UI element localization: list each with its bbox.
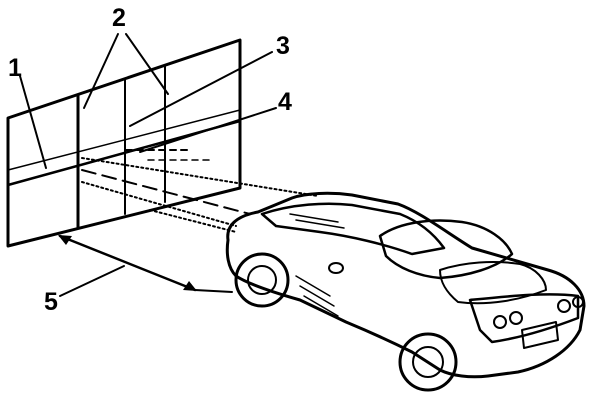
car xyxy=(225,191,586,392)
projection-lines xyxy=(81,157,319,233)
callout-2-label: 2 xyxy=(112,4,126,32)
screen-dash-marks xyxy=(125,149,211,161)
callout-5-label: 5 xyxy=(44,288,58,316)
callout-leaders xyxy=(19,33,277,297)
aiming-screen xyxy=(6,38,242,248)
distance-arrow xyxy=(58,234,233,293)
callout-3-label: 3 xyxy=(276,32,290,60)
callout-4-label: 4 xyxy=(278,88,292,116)
callout-1-label: 1 xyxy=(8,54,22,82)
